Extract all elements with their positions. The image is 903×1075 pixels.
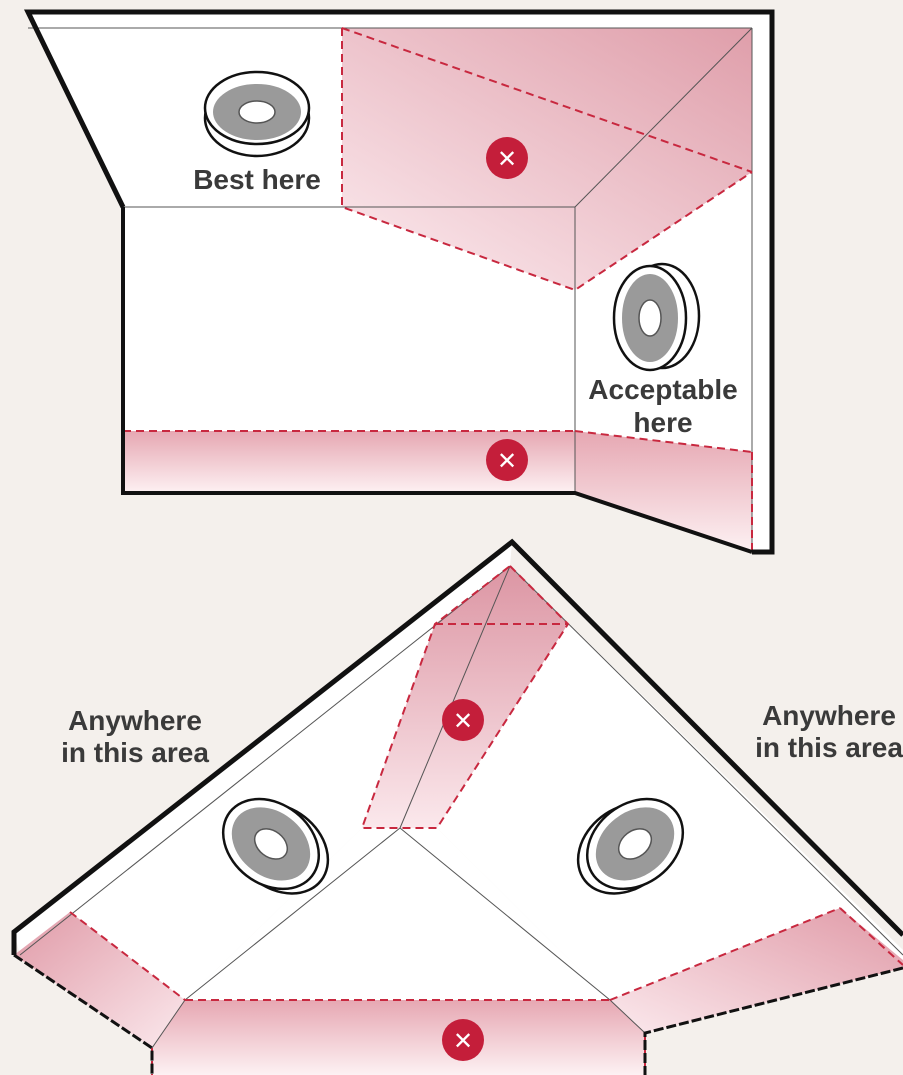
right-anywhere-label-line1: Anywhere	[762, 700, 896, 731]
bottom-outline-lower-right	[643, 966, 903, 1075]
top-structure-lines	[28, 27, 753, 552]
bottom-outline-lower-left	[13, 953, 154, 1075]
close-icon: ✕	[442, 1019, 484, 1061]
acceptable-label-line1: Acceptable	[588, 374, 737, 405]
top-slope-surface	[28, 12, 342, 207]
smoke-detector-icon	[612, 262, 701, 372]
bottom-right-avoid-zone	[610, 908, 903, 1033]
svg-text:✕: ✕	[453, 707, 473, 735]
bottom-zone-borders	[69, 565, 903, 1075]
top-room-diagram: ✕ ✕ Best here Acceptable here	[24, 9, 775, 555]
bottom-left-avoid-zone	[14, 912, 185, 1048]
acceptable-label-line2: here	[633, 407, 692, 438]
top-zone-borders	[123, 27, 753, 552]
bottom-floor-avoid-zone	[152, 1000, 645, 1075]
left-anywhere-label-line1: Anywhere	[68, 705, 202, 736]
bottom-center-ceiling	[185, 828, 610, 1000]
bottom-left-slope	[14, 542, 512, 955]
left-anywhere-label-line2: in this area	[61, 737, 209, 768]
top-main-wall	[123, 207, 575, 493]
smoke-detector-icon	[576, 797, 685, 895]
top-floor-avoid-zone	[123, 431, 575, 493]
close-icon: ✕	[486, 137, 528, 179]
top-outline	[24, 9, 775, 555]
svg-text:✕: ✕	[497, 447, 517, 475]
bottom-outline	[11, 538, 903, 955]
smoke-detector-icon	[203, 70, 311, 158]
smoke-detector-icon	[221, 797, 330, 895]
bottom-left-ceiling	[20, 566, 510, 1000]
svg-text:✕: ✕	[497, 145, 517, 173]
close-icon: ✕	[486, 439, 528, 481]
bottom-structure-lines	[19, 565, 903, 1049]
top-outline-bottom	[121, 207, 753, 554]
svg-text:✕: ✕	[453, 1027, 473, 1055]
top-side-floor-avoid-zone	[575, 431, 752, 552]
close-icon: ✕	[442, 699, 484, 741]
best-here-label: Best here	[193, 164, 321, 195]
top-peak-avoid-zone	[342, 28, 752, 290]
right-anywhere-label-line2: in this area	[755, 732, 903, 763]
bottom-peak-avoid-zone	[362, 566, 568, 828]
bottom-room-diagram: ✕ ✕ Anywhere in this area Anywhere in th…	[11, 538, 903, 1075]
bottom-right-ceiling	[437, 566, 903, 1000]
